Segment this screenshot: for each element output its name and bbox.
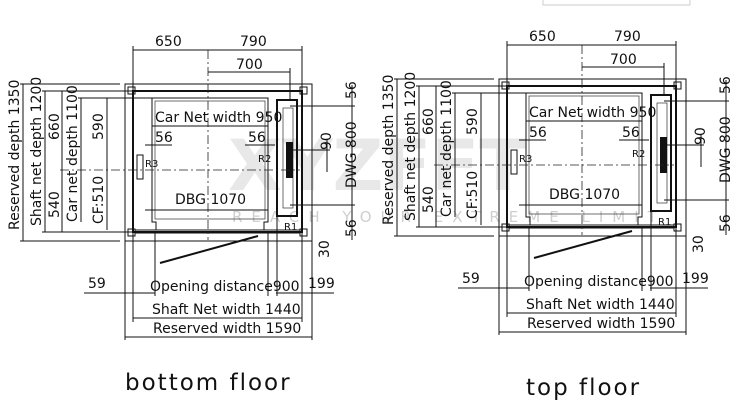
dim-56-right: 56 xyxy=(622,125,640,141)
reserved-depth-label: Reserved depth 1350 xyxy=(381,75,397,225)
shaft-wall xyxy=(132,90,303,233)
dim-56-bottom: 56 xyxy=(344,219,360,237)
car-net-depth-label: Car net depth 1100 xyxy=(65,85,81,222)
shaft-net-width-label: Shaft Net width 1440 xyxy=(152,302,301,318)
car-inner xyxy=(528,95,640,215)
dim-59: 59 xyxy=(88,276,106,292)
counterweight-frame xyxy=(276,99,298,217)
dim-790: 790 xyxy=(614,29,641,45)
shaft-net-depth-label: Shaft net depth 1200 xyxy=(403,72,419,221)
dwg-label: DWG 800 xyxy=(344,121,360,188)
shaft-wall xyxy=(506,85,677,228)
car-net-width-label: Car Net width 950 xyxy=(155,110,282,126)
car-guide-rail xyxy=(510,149,518,175)
cf-label: CF:510 xyxy=(465,171,481,219)
shaft-net-width-label: Shaft Net width 1440 xyxy=(526,297,675,313)
top-right-box xyxy=(542,0,691,6)
reserved-width-label: Reserved width 1590 xyxy=(527,316,675,332)
door-leaf xyxy=(159,235,259,264)
rail-r2: R2 xyxy=(258,154,271,165)
dim-660: 660 xyxy=(47,113,63,140)
dim-56-bottom: 56 xyxy=(718,214,734,232)
car-guide-rail xyxy=(136,154,144,180)
watermark-slogan: REACH YOUR EXTREME LIMIT xyxy=(232,208,666,226)
dim-90: 90 xyxy=(319,132,335,150)
shaft-net-depth-label: Shaft net depth 1200 xyxy=(29,77,45,226)
rail-r1: R1 xyxy=(658,217,671,228)
dbg-label: DBG 1070 xyxy=(549,187,620,203)
corner-post xyxy=(673,81,682,90)
dim-700: 700 xyxy=(236,57,263,73)
dim-56-top: 56 xyxy=(344,81,360,99)
dim-199: 199 xyxy=(682,271,709,287)
dim-199: 199 xyxy=(308,276,335,292)
rail-r3: R3 xyxy=(519,154,532,165)
dim-56-top: 56 xyxy=(718,76,734,94)
opening-distance-label: Opening distance900 xyxy=(524,274,674,290)
dim-790: 790 xyxy=(240,34,267,50)
dim-30: 30 xyxy=(691,235,707,253)
dim-650: 650 xyxy=(529,29,556,45)
reserved-depth-label: Reserved depth 1350 xyxy=(7,80,23,230)
dim-650: 650 xyxy=(155,34,182,50)
counterweight-block xyxy=(286,142,293,178)
reserved-outline xyxy=(498,78,687,237)
dwg-label: DWG 800 xyxy=(718,116,734,183)
dim-540: 540 xyxy=(47,191,63,218)
dbg-label: DBG 1070 xyxy=(175,192,246,208)
rail-r3: R3 xyxy=(145,159,158,170)
cf-label: CF:510 xyxy=(91,176,107,224)
counterweight-block xyxy=(660,137,667,173)
dim-660: 660 xyxy=(421,108,437,135)
corner-post xyxy=(299,86,308,95)
reserved-width-label: Reserved width 1590 xyxy=(153,321,301,337)
counterweight-frame xyxy=(650,94,672,212)
watermark-brand: XYZFFT xyxy=(228,125,527,207)
car-net-width-label: Car Net width 950 xyxy=(529,105,656,121)
car-inner xyxy=(154,100,266,220)
dim-540: 540 xyxy=(421,186,437,213)
floor-caption: bottom floor xyxy=(125,370,292,396)
rail-r1: R1 xyxy=(284,222,297,233)
dim-700: 700 xyxy=(610,52,637,68)
dim-590: 590 xyxy=(465,108,481,135)
reserved-outline xyxy=(124,83,313,242)
dim-590: 590 xyxy=(91,113,107,140)
opening-distance-label: Opening distance900 xyxy=(150,279,300,295)
car-net-depth-label: Car net depth 1100 xyxy=(439,80,455,217)
floor-plan: 650 790 700 Reserved depth 1350 Shaft ne… xyxy=(7,34,360,396)
dim-30: 30 xyxy=(317,240,333,258)
dim-56-right: 56 xyxy=(248,130,266,146)
dim-56-left: 56 xyxy=(529,125,547,141)
dim-59: 59 xyxy=(462,271,480,287)
door-leaf xyxy=(533,230,633,259)
dim-90: 90 xyxy=(693,127,709,145)
floor-caption: top floor xyxy=(526,375,641,401)
dim-56-left: 56 xyxy=(155,130,173,146)
rail-r2: R2 xyxy=(632,149,645,160)
floor-plan: 650 790 700 Reserved depth 1350 Shaft ne… xyxy=(381,29,734,401)
